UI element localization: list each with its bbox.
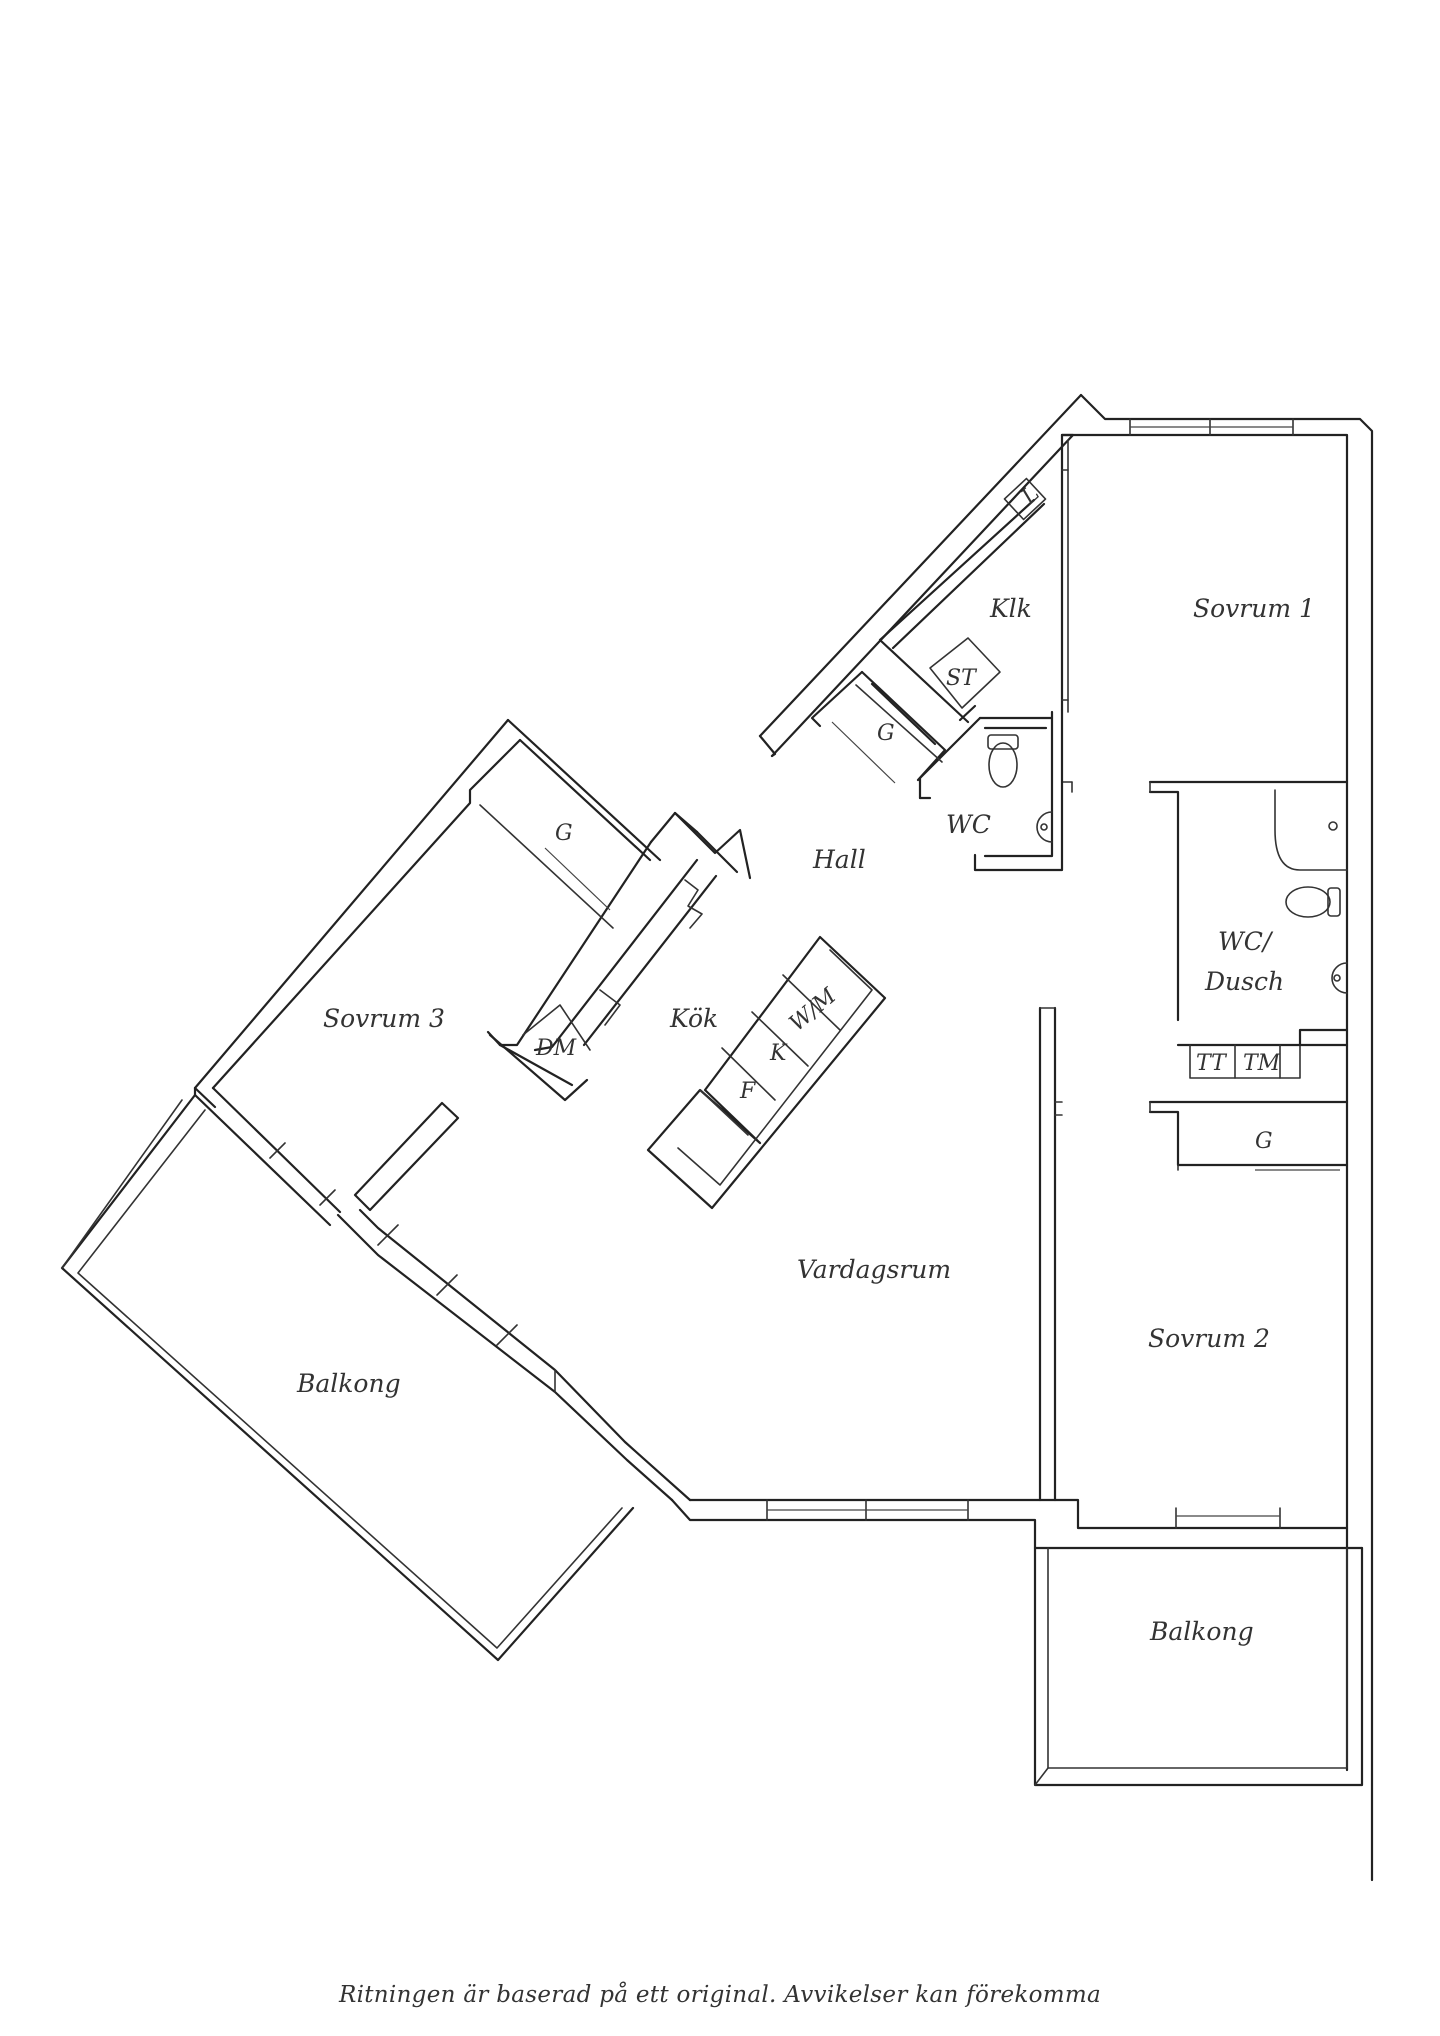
label-wc-dusch-1: WC/ (1218, 927, 1274, 956)
fixture-l-box (1003, 477, 1047, 521)
toilet-dusch (1285, 886, 1331, 918)
label-sovrum-1: Sovrum 1 (1193, 594, 1315, 623)
fixture-labels: L ST G G G DM W/M K F TT TM (535, 481, 1281, 1154)
stove-zigzag (684, 879, 703, 929)
label-balkong-right: Balkong (1149, 1617, 1254, 1646)
label-k: K (769, 1041, 788, 1066)
sink-wc (1036, 811, 1053, 843)
sink-dusch (1331, 962, 1348, 994)
wardrobe-hall (855, 684, 943, 763)
wardrobe-sovrum3 (479, 804, 614, 929)
interior-walls (353, 433, 1349, 1502)
label-g-hall: G (877, 721, 895, 746)
room-labels: Sovrum 1 Klk Hall WC WC/ Dusch Sovrum 3 … (296, 594, 1315, 1646)
label-wm: W/M (785, 983, 842, 1036)
label-hall: Hall (812, 845, 866, 874)
shower (1274, 789, 1348, 871)
label-wc-dusch-2: Dusch (1204, 967, 1284, 996)
label-sovrum-2: Sovrum 2 (1148, 1324, 1270, 1353)
disclaimer-text: Ritningen är baserad på ett original. Av… (338, 1982, 1101, 2008)
fixture-st-box (929, 637, 1001, 709)
label-klk: Klk (989, 594, 1032, 623)
label-tt: TT (1196, 1051, 1228, 1076)
balcony-left (60, 1093, 635, 1662)
fixture-dm-box (522, 1004, 591, 1051)
label-g-sovrum3: G (555, 821, 573, 846)
label-dm: DM (535, 1036, 577, 1061)
label-sovrum-3: Sovrum 3 (323, 1004, 445, 1033)
label-kok: Kök (669, 1004, 718, 1033)
label-l: L (1016, 481, 1044, 510)
balcony-right (1033, 1546, 1364, 1787)
toilet-wc (988, 742, 1018, 788)
fixtures (479, 477, 1348, 1051)
label-tm: TM (1243, 1051, 1281, 1076)
label-wc: WC (946, 810, 991, 839)
label-g-sovrum2: G (1255, 1129, 1273, 1154)
label-f: F (739, 1079, 756, 1104)
label-vardagsrum: Vardagsrum (797, 1255, 951, 1284)
label-balkong-left: Balkong (296, 1369, 401, 1398)
label-st: ST (946, 666, 978, 691)
exterior-walls (193, 393, 1374, 1882)
